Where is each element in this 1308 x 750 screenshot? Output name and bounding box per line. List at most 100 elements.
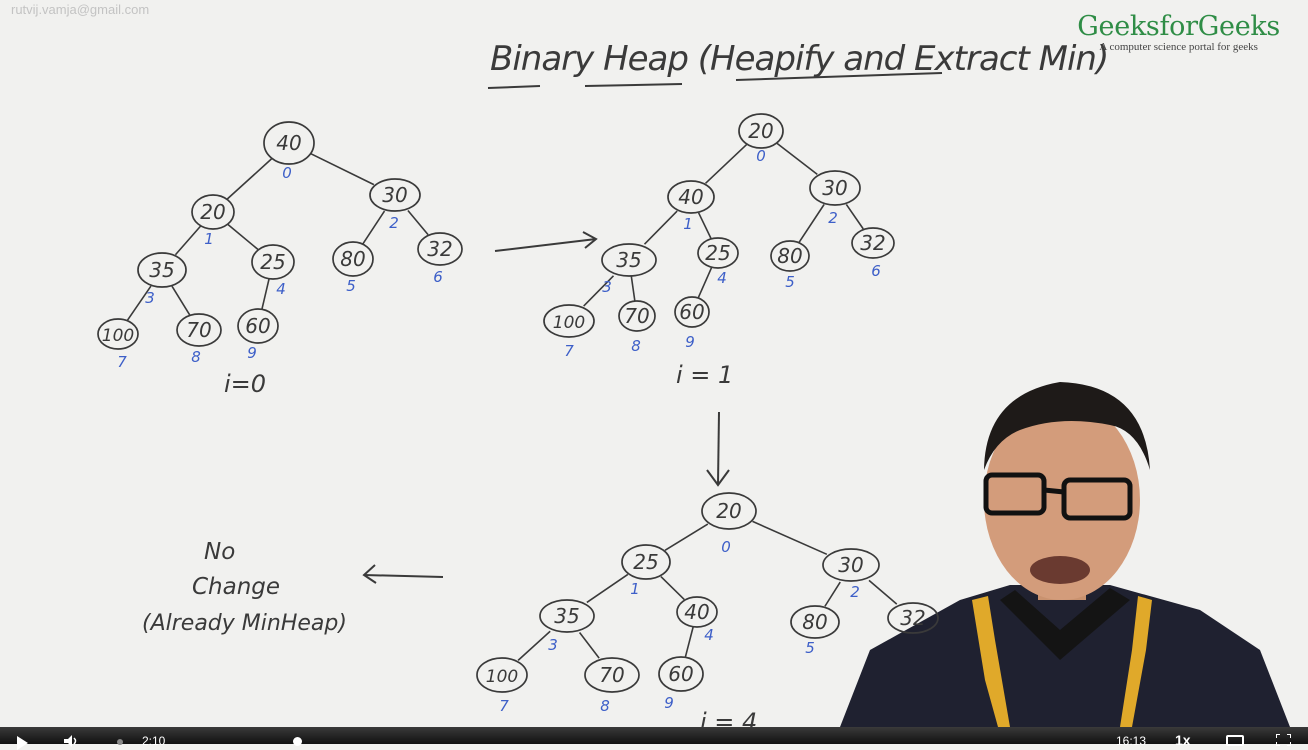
heap-node-index: 5 xyxy=(805,639,815,657)
current-time: 2:10 xyxy=(142,734,166,748)
heap-node-value: 40 xyxy=(684,600,709,624)
tree-edge xyxy=(310,152,375,186)
heap-node-index: 8 xyxy=(631,337,641,355)
heap-node xyxy=(332,241,374,277)
heap-node-index: 5 xyxy=(785,273,795,291)
heap-node-index: 2 xyxy=(828,209,838,227)
heap-node-value: 80 xyxy=(777,244,802,268)
arrow-left xyxy=(362,564,444,584)
tree-edge xyxy=(660,576,685,601)
tree-edge xyxy=(630,276,636,302)
presenter-figure xyxy=(840,382,1290,727)
heap-node xyxy=(887,602,939,634)
heap-node-index: 9 xyxy=(247,344,257,362)
heap-node-value: 70 xyxy=(624,304,649,328)
tree-edge xyxy=(174,225,202,256)
heap-node-value: 32 xyxy=(860,231,885,255)
heap-node-index: 0 xyxy=(282,164,292,182)
tree-edge xyxy=(643,210,678,245)
tree-edge xyxy=(126,285,152,321)
heap-node xyxy=(584,657,640,693)
note-already-minheap: (Already MinHeap) xyxy=(142,611,347,636)
tree-edge xyxy=(227,223,259,251)
heap-node-value: 80 xyxy=(802,610,827,634)
heap-node xyxy=(697,237,739,269)
email-watermark: rutvij.vamja@gmail.com xyxy=(11,2,150,17)
heap-node xyxy=(770,240,810,272)
tree-edge xyxy=(261,278,270,310)
heap-node xyxy=(676,596,718,628)
board-title: Binary Heap (Heapify and Extract Min) xyxy=(490,39,1108,79)
heap-node-index: 3 xyxy=(145,289,155,307)
volume-slider[interactable] xyxy=(117,739,123,745)
heap-node-index: 6 xyxy=(871,262,881,280)
arrow-right xyxy=(494,231,598,252)
heap-node xyxy=(790,605,840,639)
heap-node-value: 80 xyxy=(340,247,365,271)
tree-edge xyxy=(684,626,694,658)
heap-node-value: 100 xyxy=(102,326,134,346)
heap-node-index: 7 xyxy=(499,697,509,715)
tree-edge xyxy=(586,573,629,604)
heap-node-value: 25 xyxy=(705,241,730,265)
heap-node-value: 40 xyxy=(678,185,703,209)
tree-edge xyxy=(752,520,828,556)
heap-node-value: 30 xyxy=(382,183,407,207)
heap-node-index: 7 xyxy=(564,342,574,360)
heap-node-index: 1 xyxy=(683,215,693,233)
heap-node-value: 40 xyxy=(276,131,301,155)
heap-node xyxy=(667,180,715,214)
duration: 16:13 xyxy=(1116,734,1147,748)
heap-node xyxy=(618,300,656,332)
tree-edge xyxy=(171,285,191,316)
heap-node-value: 25 xyxy=(633,550,658,574)
heap-node-value: 70 xyxy=(186,318,211,342)
heap-node-value: 20 xyxy=(748,119,773,143)
heap-node xyxy=(417,232,463,266)
heap-node-value: 30 xyxy=(838,553,863,577)
heap-node-index: 8 xyxy=(600,697,610,715)
heap-node-value: 32 xyxy=(900,606,925,630)
heap-node xyxy=(601,243,657,277)
tree-edge xyxy=(664,523,709,552)
heap-node-index: 1 xyxy=(204,230,214,248)
video-controls: 2:10 16:13 1x xyxy=(0,727,1308,750)
heap-node xyxy=(263,121,315,165)
volume-icon[interactable] xyxy=(64,735,80,747)
heap-node-index: 4 xyxy=(276,280,286,298)
heap-node-value: 70 xyxy=(599,663,624,687)
heap-node xyxy=(621,544,671,580)
heap-node-index: 4 xyxy=(717,269,727,287)
heap-node-value: 25 xyxy=(260,250,285,274)
heap-node-index: 7 xyxy=(117,353,127,371)
heap-node-index: 2 xyxy=(389,214,399,232)
tree-edge xyxy=(845,203,864,230)
heap-node-index: 9 xyxy=(664,694,674,712)
heap-node-value: 32 xyxy=(427,237,452,261)
subtitles-icon[interactable] xyxy=(1226,735,1244,746)
fullscreen-icon[interactable] xyxy=(1276,734,1291,746)
tree-edge xyxy=(798,204,825,243)
heap-node-value: 20 xyxy=(200,200,225,224)
arrow-down xyxy=(706,411,730,487)
play-icon[interactable] xyxy=(17,736,28,750)
tree-edge xyxy=(583,275,615,307)
title-underline xyxy=(487,85,541,89)
playback-speed-button[interactable]: 1x xyxy=(1175,732,1191,748)
note-change: Change xyxy=(192,574,280,600)
heap-node-index: 1 xyxy=(630,580,640,598)
brand-name: GeeksforGeeks xyxy=(1077,11,1280,42)
heap-node-index: 3 xyxy=(602,278,612,296)
heap-node-index: 5 xyxy=(346,277,356,295)
heap-node xyxy=(822,548,880,582)
brand-logo: GeeksforGeeks A computer science portal … xyxy=(1077,11,1280,54)
heap-node-index: 4 xyxy=(704,626,714,644)
heap-node-index: 9 xyxy=(685,333,695,351)
tree-edge xyxy=(776,142,818,175)
progress-handle[interactable] xyxy=(293,737,302,746)
heap-node-value: 100 xyxy=(553,313,585,333)
tree-edge xyxy=(868,579,898,605)
